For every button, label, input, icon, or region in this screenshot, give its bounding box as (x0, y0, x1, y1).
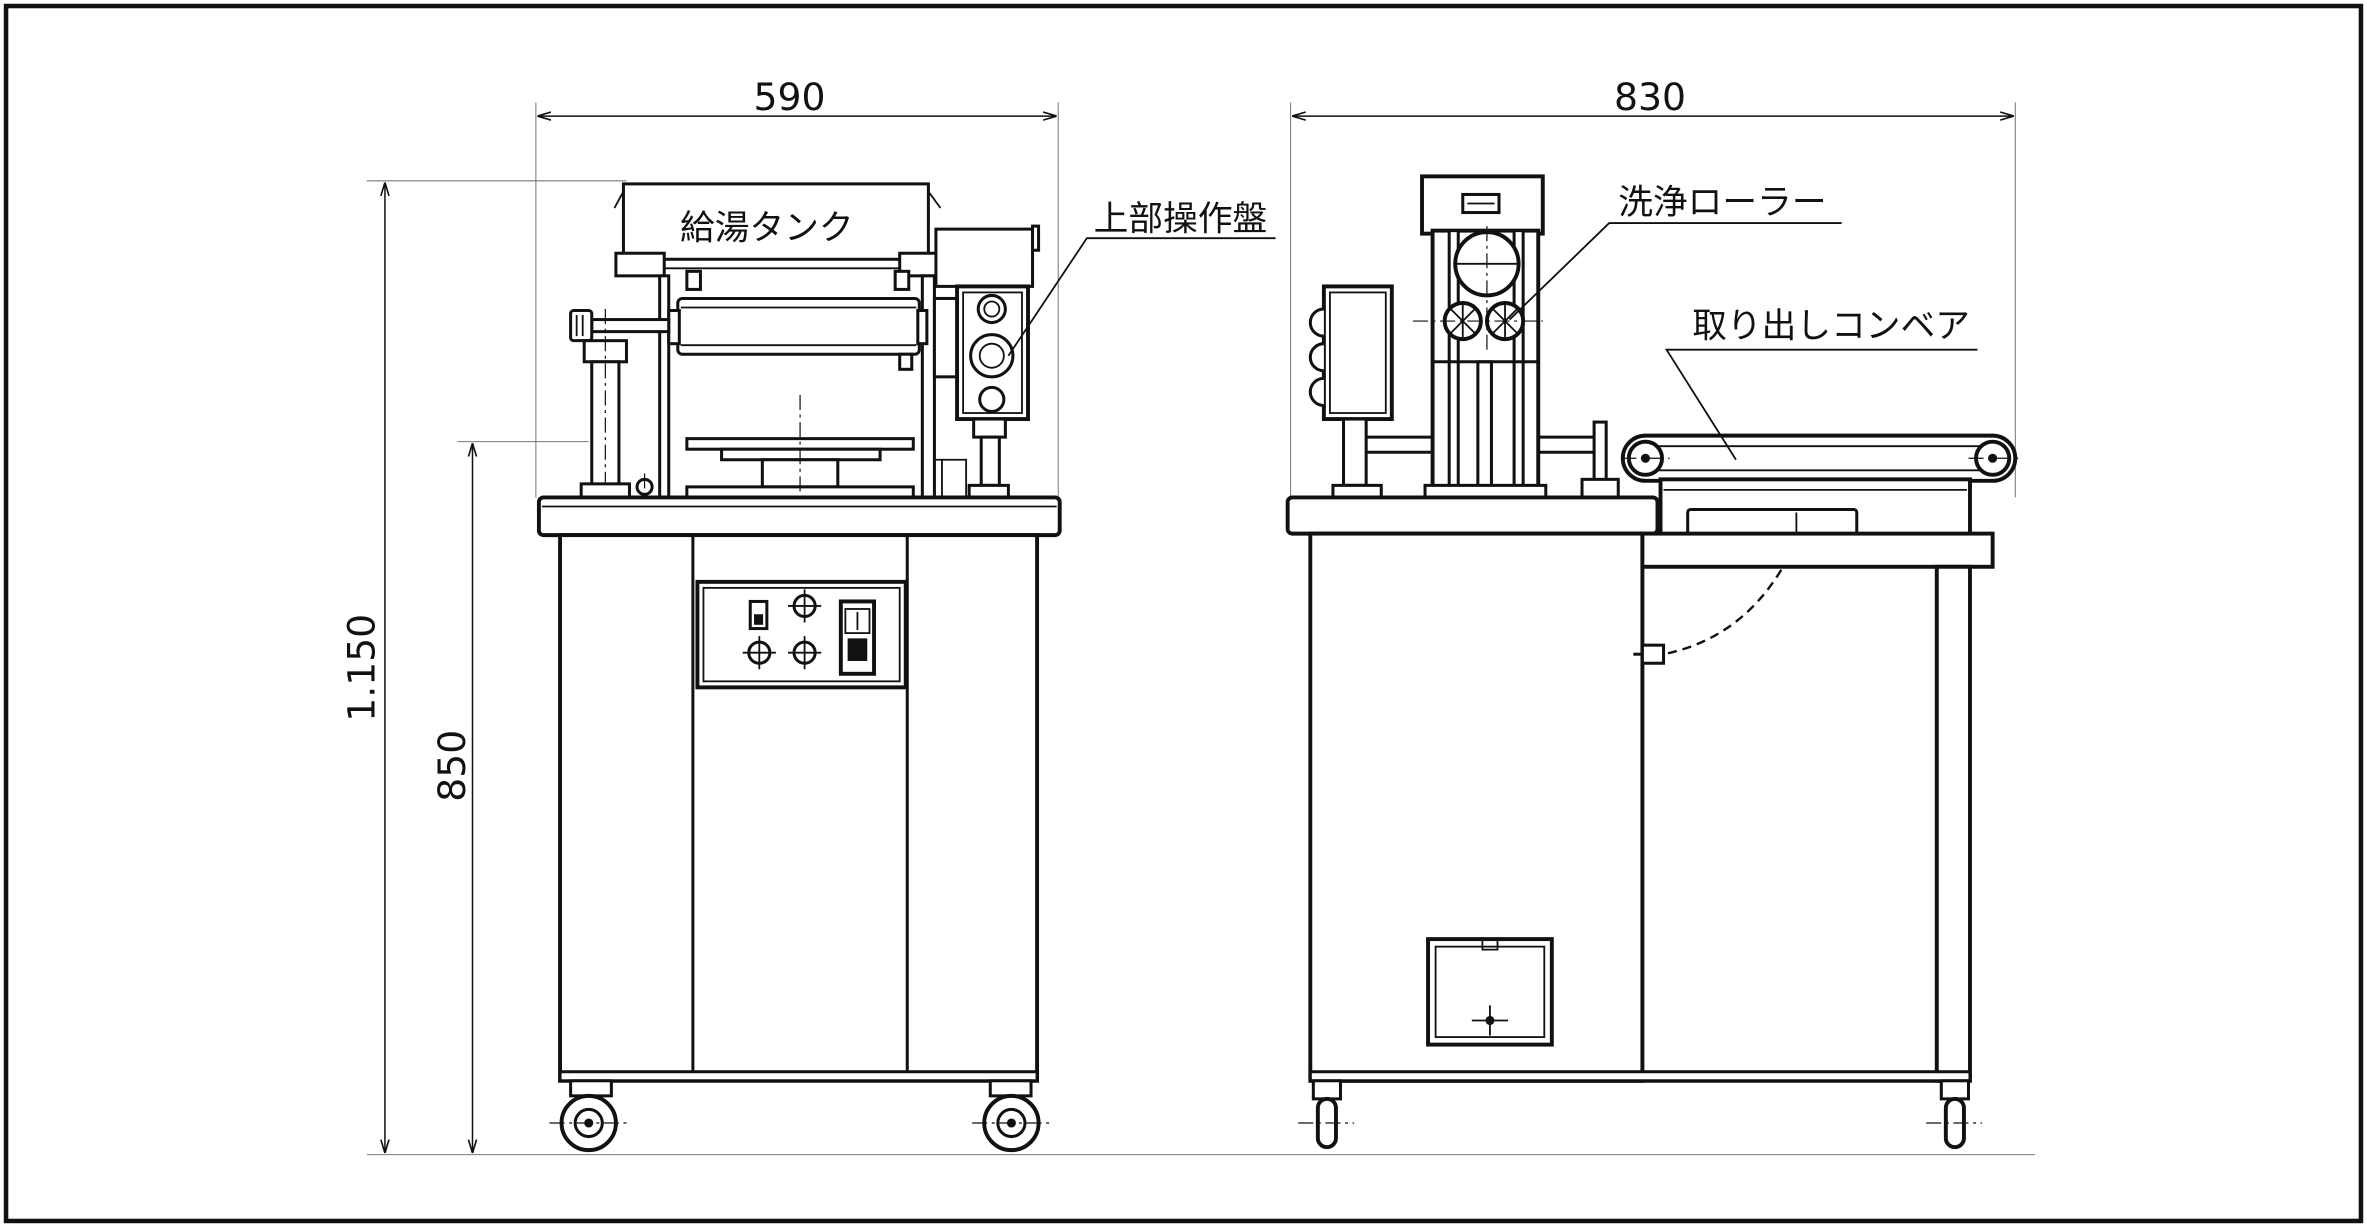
center-dial-icon (969, 333, 1015, 379)
callout-leader (1664, 348, 1978, 461)
table-height-value: 850 (430, 730, 474, 802)
cylinder-foot (579, 482, 631, 499)
power-switch-top (844, 608, 871, 635)
handle-rod (590, 318, 671, 334)
callout-leader (1007, 237, 1276, 357)
drain-box-notch (1481, 939, 1499, 951)
washing-roller-callout: 洗浄ローラー (1508, 183, 1842, 321)
panel-post (979, 435, 1001, 487)
left-lift-cylinder (569, 309, 671, 516)
front-view: 給湯タンク (536, 182, 1276, 1153)
handle-knob-lines (575, 315, 584, 337)
upper-control-panel-label: 上部操作盤 (1094, 200, 1268, 240)
drain-valve (1640, 643, 1666, 665)
side-top-ledge (1640, 531, 1995, 569)
caster-bracket (1939, 1079, 1970, 1101)
roller-end-cap (667, 309, 681, 346)
depth-dimension-value: 830 (1614, 75, 1686, 119)
width-dimension-value: 590 (753, 75, 825, 119)
knob-cross (787, 589, 822, 623)
conveyor-belt (1620, 433, 2018, 483)
front-right-caster (972, 1079, 1051, 1153)
washing-roller-label: 洗浄ローラー (1618, 183, 1826, 223)
caster-bracket (569, 1079, 613, 1098)
roller-stopper (898, 352, 914, 371)
side-plinth (1308, 1070, 1972, 1083)
front-left-caster (549, 1079, 628, 1153)
hot-water-tank: 給湯タンク (613, 182, 945, 291)
handle-knob (569, 309, 594, 343)
side-control-box-body (1321, 284, 1394, 422)
drain-box-inner (1434, 945, 1546, 1038)
caster-bracket (1311, 1079, 1343, 1101)
side-view: 洗浄ローラー 取り出しコンベア (1285, 174, 2023, 1150)
washing-roller-assembly (1412, 174, 1548, 500)
upper-control-panel (932, 224, 1041, 499)
conveyor-stand-foot (1580, 477, 1620, 499)
turntable (685, 394, 915, 528)
panel-post-cap (972, 417, 1007, 439)
control-box-arm (932, 296, 959, 379)
tray-pocket (1686, 507, 1859, 537)
turntable-disk (720, 447, 882, 462)
front-roller (667, 296, 929, 371)
dimension-lines: 590 830 1.150 850 (339, 75, 2035, 1156)
hot-water-tank-label: 給湯タンク (680, 209, 854, 249)
drain-crosshair (1471, 1005, 1509, 1036)
panel-bracket (934, 458, 968, 498)
lower-panel-inner (702, 586, 901, 683)
cabinet-plinth (558, 1070, 1039, 1083)
callout-leader (1508, 222, 1842, 321)
side-tabletop (1285, 495, 1660, 536)
upper-button-ring (983, 300, 1001, 318)
side-knob-bumps (1308, 307, 1325, 407)
side-post (1342, 417, 1368, 487)
tank-left-ledge (614, 251, 666, 278)
roller-frame-center-bar (1476, 360, 1493, 499)
center-dial-ring (978, 342, 1005, 369)
upper-button-icon (976, 293, 1007, 325)
lower-control-panel (695, 579, 908, 690)
knob-cross (787, 636, 822, 670)
front-tabletop (536, 495, 1062, 538)
drain-hose (1663, 569, 1783, 656)
tank-bracket (685, 269, 702, 291)
upper-control-panel-callout: 上部操作盤 (1007, 200, 1276, 357)
side-control-box-inner (1329, 291, 1387, 414)
power-switch-bottom (847, 638, 868, 661)
side-control-box (1308, 284, 1394, 499)
tank-body (621, 182, 930, 261)
total-height-value: 1.150 (339, 614, 383, 722)
control-box-head (934, 227, 1035, 288)
roller-end-cap (916, 309, 929, 346)
control-box-cap (1031, 224, 1041, 252)
side-left-caster (1298, 1079, 1355, 1150)
tank-bracket (893, 269, 911, 291)
indicator-lamp (754, 614, 764, 625)
side-rear-leg (1934, 564, 1972, 1083)
drawing-frame (3, 3, 2364, 1224)
control-panel-inner (962, 291, 1023, 414)
tank-ears (613, 190, 942, 209)
take-out-conveyor-callout: 取り出しコンベア (1664, 307, 1978, 461)
take-out-conveyor (1620, 433, 2023, 538)
drain-outlet (1426, 937, 1554, 1047)
side-right-caster (1926, 1079, 1983, 1150)
caster-bracket (988, 1079, 1033, 1098)
lower-button-icon (978, 385, 1006, 414)
knob-cross (742, 636, 776, 670)
take-out-conveyor-label: 取り出しコンベア (1692, 307, 1970, 347)
